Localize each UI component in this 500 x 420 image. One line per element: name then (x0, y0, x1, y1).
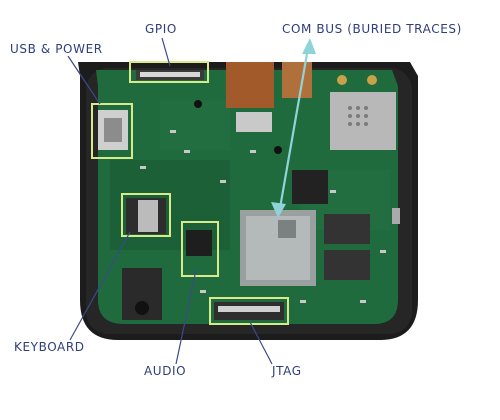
chip-black (292, 170, 328, 204)
soc-qr (278, 220, 296, 238)
sim-holes (348, 106, 368, 126)
label-audio: AUDIO (144, 364, 187, 378)
label-com-bus: COM BUS (BURIED TRACES) (282, 22, 462, 36)
antenna-connector (337, 75, 347, 85)
leader-lines (67, 37, 273, 365)
audio-chip (186, 230, 212, 256)
label-jtag: JTAG (272, 364, 302, 378)
memory-chip (324, 250, 370, 280)
usb-power-box (91, 103, 133, 159)
gpio-pins (140, 72, 200, 77)
screw-hole (274, 146, 282, 154)
side-button (392, 208, 400, 224)
jtag-box (209, 297, 289, 325)
keyboard-box (121, 193, 171, 237)
label-usb-power: USB & POWER (10, 42, 103, 56)
memory-chip (324, 214, 370, 244)
gpio-leader (161, 37, 171, 67)
audio-box (181, 221, 219, 277)
keyboard-leader (69, 231, 131, 341)
headphone-jack-hole (135, 301, 149, 315)
pcb-shade (160, 100, 230, 150)
flex-cable (226, 62, 274, 108)
jtag-pins (218, 306, 280, 312)
sim-cage (330, 92, 396, 150)
jtag-leader (249, 321, 273, 365)
label-keyboard: KEYBOARD (14, 340, 85, 354)
flex-connector (236, 112, 272, 132)
com-bus-arrow (271, 38, 316, 218)
usb-leader (67, 55, 101, 105)
keyboard-pins (138, 200, 158, 232)
flex-cable-2 (282, 62, 312, 98)
label-gpio: GPIO (145, 22, 177, 36)
screw-hole (194, 100, 202, 108)
audio-leader (175, 269, 197, 365)
small-components (140, 130, 386, 303)
antenna-connector (367, 75, 377, 85)
usb-port (104, 118, 122, 142)
